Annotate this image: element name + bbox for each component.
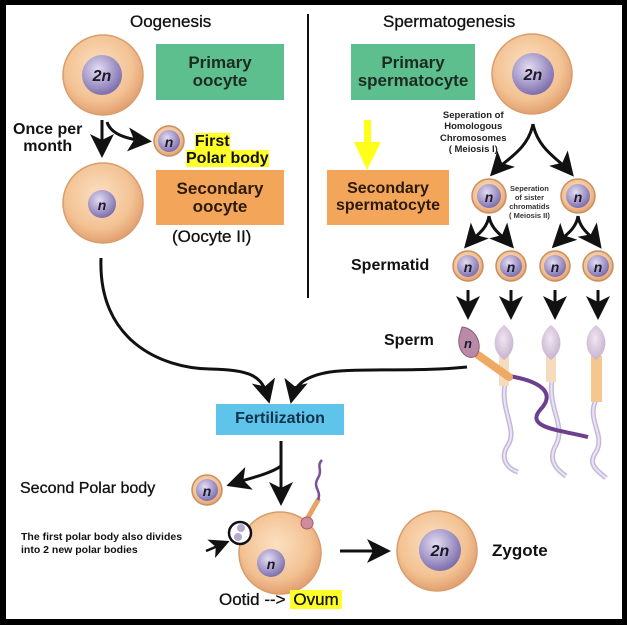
secondary-oocyte-box: Secondary oocyte bbox=[156, 170, 284, 225]
primary-oocyte-nucleus-label: 2n bbox=[92, 68, 112, 85]
arrow-meiosis-i-left bbox=[489, 123, 535, 177]
second-polar-nucleus-label: n bbox=[203, 483, 212, 499]
first-polar-body-text: First Polar body bbox=[186, 132, 269, 167]
ootid-cell: n bbox=[238, 459, 323, 595]
zygote-label: Zygote bbox=[492, 541, 548, 560]
arrow-meiosis-ii bbox=[464, 215, 491, 249]
oocyte-ii-label: (Oocyte II) bbox=[172, 227, 252, 246]
ovum-label: Ovum bbox=[290, 590, 342, 609]
fertilization-box: Fertilization bbox=[216, 404, 344, 435]
ootid-label: Ootid --> Ovum bbox=[219, 590, 342, 609]
ootid-text: Ootid --> bbox=[219, 590, 286, 609]
secondary-spermatocyte-cell-left: n bbox=[471, 178, 507, 214]
spermatid-label: Spermatid bbox=[351, 257, 430, 274]
once-per-month-label: Once per month bbox=[13, 121, 83, 155]
sperm-cell-pale bbox=[494, 325, 519, 475]
oogenesis-heading: Oogenesis bbox=[130, 12, 212, 31]
secondary-spermatocyte-box: Secondary spermatocyte bbox=[327, 170, 449, 225]
spermatid-cell: n bbox=[452, 250, 484, 282]
arrow-to-first-polar-body bbox=[105, 121, 152, 152]
secondary-spermatocyte-cell-right: n bbox=[560, 178, 596, 214]
first-polar-body-cell: n bbox=[153, 125, 185, 157]
primary-oocyte-cell: 2n bbox=[62, 34, 144, 116]
first-polar-nucleus-label: n bbox=[165, 134, 174, 150]
sperm-cell-featured: n bbox=[458, 326, 589, 439]
primary-spermatocyte-nucleus-label: 2n bbox=[523, 67, 543, 84]
first-polar-body-label: First Polar body bbox=[186, 117, 269, 167]
arrow-oocyte-to-fertilization bbox=[99, 257, 276, 404]
primary-spermatocyte-cell: 2n bbox=[491, 33, 573, 115]
arrow-meiosis-ii bbox=[551, 215, 580, 249]
spermatogenesis-heading: Spermatogenesis bbox=[383, 12, 516, 31]
secondary-spermatocyte-nucleus-label: n bbox=[574, 189, 583, 205]
primary-oocyte-box: Primary oocyte bbox=[156, 44, 284, 100]
arrow-sperm-to-fertilization bbox=[284, 365, 468, 404]
sperm-nucleus-label: n bbox=[464, 336, 472, 351]
meiosis-ii-note: Seperation of sister chromatids ( Meiosi… bbox=[509, 184, 550, 220]
encircled-polar-bodies bbox=[227, 520, 253, 546]
second-polar-body-cell: n bbox=[191, 474, 223, 506]
second-polar-body-label: Second Polar body bbox=[20, 480, 156, 497]
arrow-meiosis-ii bbox=[576, 215, 602, 249]
arrow-pointing-to-polar-bodies bbox=[205, 539, 230, 559]
sperm-label: Sperm bbox=[384, 332, 434, 349]
arrow-to-second-polar-body bbox=[226, 464, 282, 490]
zygote-nucleus-label: 2n bbox=[430, 543, 450, 560]
meiosis-i-note: Seperation of Homologous Chromosomes ( M… bbox=[440, 110, 507, 156]
first-polar-body-division-note: The first polar body also divides into 2… bbox=[21, 531, 183, 557]
zygote-cell: 2n bbox=[396, 510, 478, 592]
ootid-nucleus-label: n bbox=[267, 556, 276, 572]
sperm-cell-pale bbox=[541, 325, 568, 479]
arrow-meiosis-ii bbox=[487, 215, 514, 249]
primary-spermatocyte-box: Primary spermatocyte bbox=[351, 44, 475, 100]
yellow-down-arrow-icon bbox=[354, 120, 381, 170]
arrow-meiosis-i-right bbox=[531, 123, 574, 177]
spermatid-cell: n bbox=[582, 250, 614, 282]
spermatid-nucleus-label: n bbox=[464, 259, 473, 275]
secondary-oocyte-nucleus-label: n bbox=[98, 197, 107, 213]
spermatid-nucleus-label: n bbox=[594, 259, 603, 275]
sperm-cell-pale bbox=[586, 325, 608, 480]
spermatid-cell: n bbox=[495, 250, 527, 282]
spermatid-cell: n bbox=[539, 250, 571, 282]
secondary-oocyte-cell: n bbox=[62, 162, 144, 244]
spermatid-nucleus-label: n bbox=[507, 259, 516, 275]
spermatid-nucleus-label: n bbox=[551, 259, 560, 275]
secondary-spermatocyte-nucleus-label: n bbox=[485, 189, 494, 205]
